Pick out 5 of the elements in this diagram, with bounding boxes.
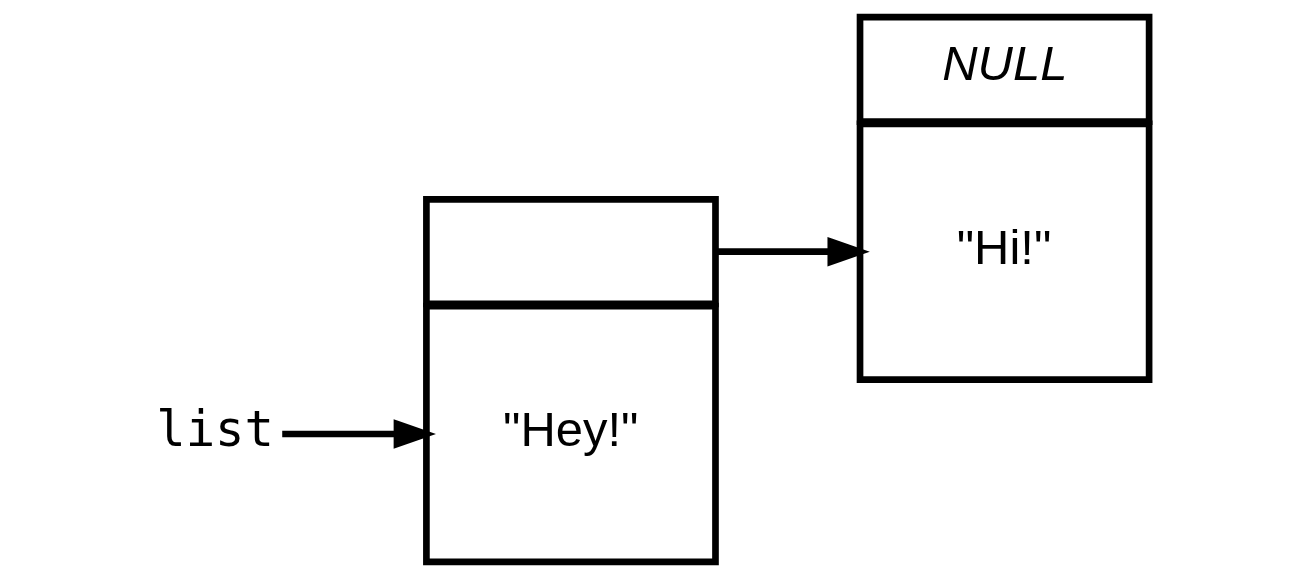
arrow: [715, 236, 870, 267]
node-box: [422, 196, 719, 308]
node-box: NULL: [856, 13, 1152, 125]
arrow: [281, 419, 436, 449]
node-text: list: [155, 401, 274, 459]
